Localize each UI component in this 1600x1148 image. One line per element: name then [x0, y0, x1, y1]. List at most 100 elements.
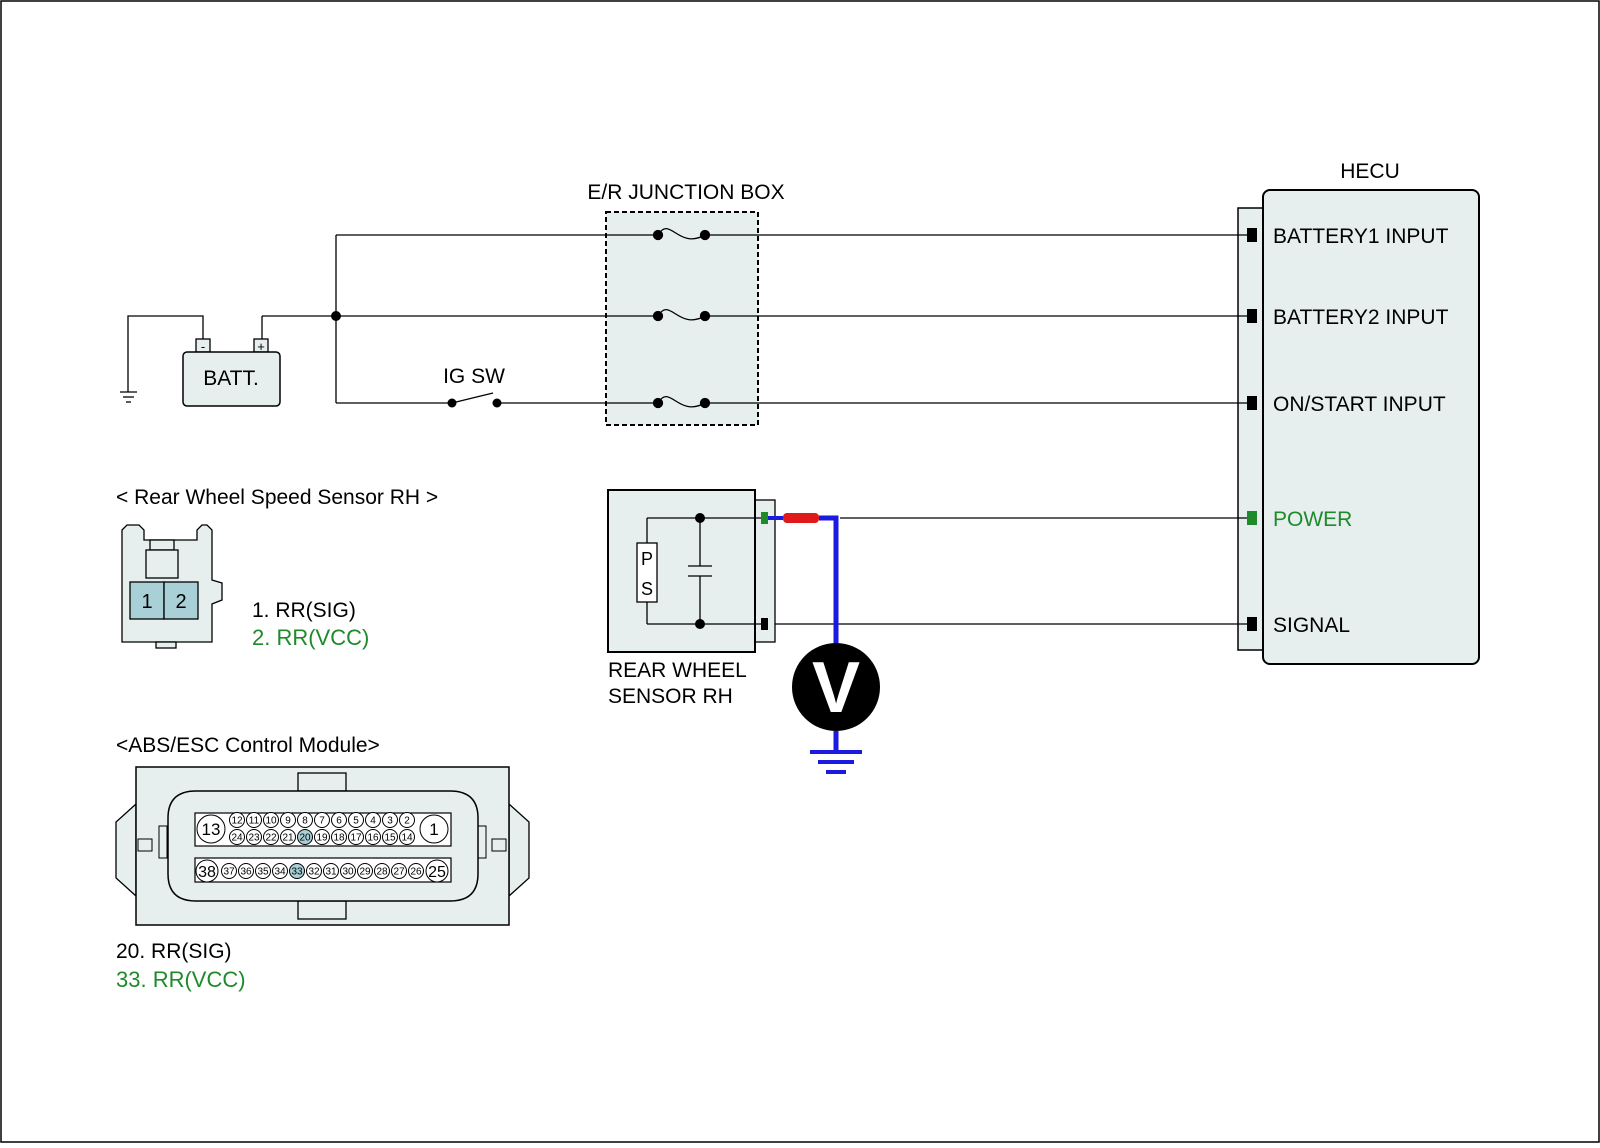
- junction-box-title: E/R JUNCTION BOX: [587, 181, 784, 204]
- module-pin-5: [348, 812, 364, 828]
- module-pin-9-number: 9: [285, 816, 291, 827]
- module-pin-11-number: 11: [249, 816, 260, 827]
- hecu-pin-on-start: [1247, 396, 1257, 410]
- sensor-connector-pin-label-2: 2. RR(VCC): [252, 625, 369, 650]
- module-connector-title: <ABS/ESC Control Module>: [116, 734, 380, 757]
- hecu-pin-battery1: [1247, 228, 1257, 242]
- battery-pos-symbol: +: [257, 339, 265, 354]
- module-pin-15: [382, 829, 398, 845]
- module-pin-20-number: 20: [299, 833, 311, 844]
- sensor-connector-pin-1: [129, 581, 165, 620]
- module-pin-22: [263, 829, 279, 845]
- sensor-box: [607, 489, 756, 653]
- module-pin-20: [297, 829, 313, 845]
- module-pin-7: [314, 812, 330, 828]
- module-pin-33-number: 33: [291, 867, 303, 878]
- module-pin-35-number: 35: [257, 867, 269, 878]
- module-pin-12: [229, 812, 245, 828]
- module-pin-10-number: 10: [265, 816, 277, 827]
- module-pin-19: [314, 829, 330, 845]
- module-pin-1: [419, 814, 449, 844]
- module-connector-pin-label-2: 33. RR(VCC): [116, 967, 246, 992]
- voltmeter-symbol: V: [812, 648, 860, 728]
- module-pin-24-number: 24: [231, 833, 243, 844]
- module-pin-6-number: 6: [336, 816, 342, 827]
- module-pin-38-number: 38: [198, 864, 216, 881]
- module-pin-29: [357, 863, 373, 879]
- module-pin-27-number: 27: [393, 867, 405, 878]
- battery-body: [182, 351, 281, 407]
- module-pin-25-number: 25: [428, 864, 446, 881]
- sensor-node-top: [695, 513, 705, 523]
- module-pin-1-number: 1: [429, 820, 438, 839]
- hecu-pin-label-signal: SIGNAL: [1273, 614, 1350, 637]
- module-pin-22-number: 22: [265, 833, 277, 844]
- hecu-title: HECU: [1340, 160, 1400, 183]
- battery-label: BATT.: [203, 367, 259, 390]
- sensor-letter-s: S: [641, 579, 653, 599]
- module-pin-23-number: 23: [248, 833, 260, 844]
- sensor-connector-title: < Rear Wheel Speed Sensor RH >: [116, 486, 438, 509]
- hecu-pin-label-battery2: BATTERY2 INPUT: [1273, 306, 1449, 329]
- module-pin-8: [297, 812, 313, 828]
- module-pin-32-number: 32: [308, 867, 320, 878]
- module-pin-4: [365, 812, 381, 828]
- module-pin-30-number: 30: [342, 867, 354, 878]
- module-pin-28-number: 28: [376, 867, 388, 878]
- sensor-connector-face: [121, 524, 223, 649]
- module-pin-25: [425, 859, 449, 883]
- module-pin-33: [289, 863, 305, 879]
- module-pin-19-number: 19: [316, 833, 328, 844]
- module-pin-21: [280, 829, 296, 845]
- module-pin-2: [399, 812, 415, 828]
- module-pin-23: [246, 829, 262, 845]
- wire-batt-neg-ground: [127, 315, 204, 392]
- sensor-label-line1: REAR WHEEL: [608, 659, 747, 682]
- module-pin-18-number: 18: [333, 833, 345, 844]
- junction-dot: [331, 311, 341, 321]
- module-pin-21-number: 21: [282, 833, 294, 844]
- module-connector-pin-label-1: 20. RR(SIG): [116, 940, 232, 963]
- sensor-letter-p: P: [641, 549, 653, 569]
- sensor-pin-sig: [761, 618, 768, 630]
- ig-switch-contact-1: [447, 398, 457, 408]
- module-pin-31: [323, 863, 339, 879]
- module-pin-16: [365, 829, 381, 845]
- module-pin-31-number: 31: [325, 867, 337, 878]
- sensor-connector-pin-label-1: 1. RR(SIG): [252, 599, 356, 622]
- module-pin-14-number: 14: [401, 833, 413, 844]
- battery-neg-symbol: -: [201, 339, 205, 354]
- module-pin-29-number: 29: [359, 867, 371, 878]
- module-pin-32: [306, 863, 322, 879]
- module-pin-4-number: 4: [370, 816, 376, 827]
- module-pin-34-number: 34: [274, 867, 286, 878]
- ig-switch-contact-2: [492, 398, 502, 408]
- sensor-connector-pin-1-number: 1: [141, 591, 152, 613]
- sensor-element-ps: [636, 542, 658, 603]
- sensor-pin-vcc: [761, 512, 768, 524]
- probe-blue-lead: [819, 515, 839, 645]
- sensor-node-bottom: [695, 619, 705, 629]
- module-pin-24: [229, 829, 245, 845]
- module-pin-37: [221, 863, 237, 879]
- module-pin-38: [195, 859, 219, 883]
- module-pin-30: [340, 863, 356, 879]
- module-pin-15-number: 15: [384, 833, 396, 844]
- module-pin-11: [246, 812, 262, 828]
- module-pin-35: [255, 863, 271, 879]
- module-pin-26: [408, 863, 424, 879]
- wires: [120, 234, 1247, 625]
- module-pin-13-number: 13: [202, 820, 221, 839]
- module-pin-2-number: 2: [404, 816, 410, 827]
- module-pin-10: [263, 812, 279, 828]
- module-connector-housing: [115, 766, 530, 926]
- module-pin-13: [196, 814, 226, 844]
- module-pin-34: [272, 863, 288, 879]
- hecu-pin-power: [1247, 511, 1257, 525]
- module-pin-9: [280, 812, 296, 828]
- module-pin-17: [348, 829, 364, 845]
- ig-switch-lever: [451, 392, 494, 404]
- hecu-pin-signal: [1247, 617, 1257, 631]
